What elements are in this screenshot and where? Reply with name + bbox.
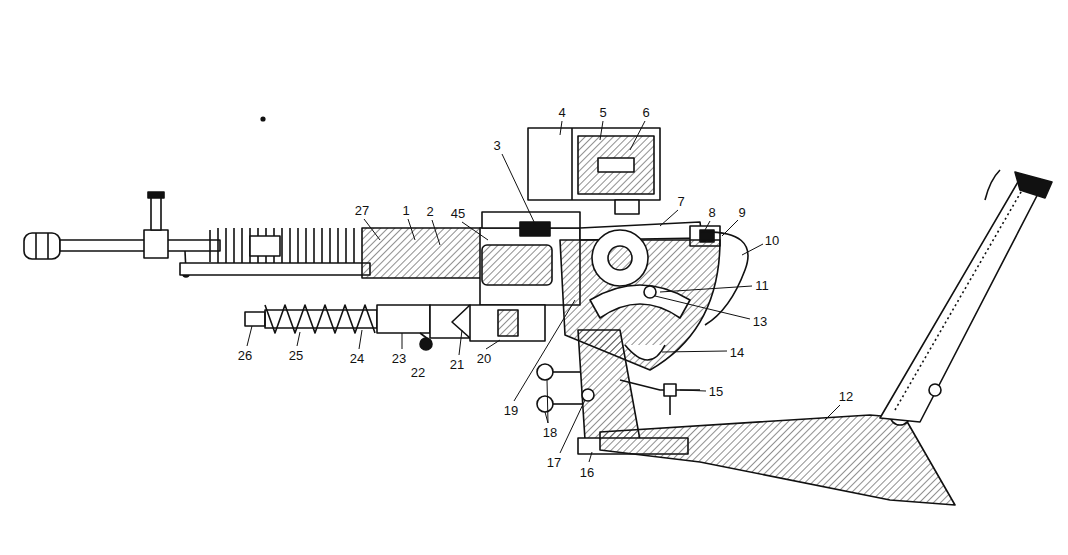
callout-number: 21 — [449, 357, 465, 372]
callout-number: 14 — [729, 345, 745, 360]
callout-number: 22 — [410, 365, 426, 380]
callout-number: 12 — [838, 389, 854, 404]
callout-number: 4 — [557, 105, 566, 120]
callout-number: 23 — [391, 351, 407, 366]
callout-number: 24 — [349, 351, 365, 366]
callout-number: 13 — [752, 314, 768, 329]
callout-number: 18 — [542, 425, 558, 440]
callout-number: 15 — [708, 384, 724, 399]
callout-number: 9 — [737, 205, 746, 220]
callout-number: 6 — [641, 105, 650, 120]
callout-number: 1 — [401, 203, 410, 218]
callout-number: 10 — [764, 233, 780, 248]
callout-number: 11 — [754, 278, 770, 293]
callout-number: 25 — [288, 348, 304, 363]
leader-lines — [247, 121, 840, 462]
callout-number: 19 — [503, 403, 519, 418]
callout-number: 2 — [425, 204, 434, 219]
callout-number: 7 — [676, 194, 685, 209]
callout-number: 26 — [237, 348, 253, 363]
callout-number: 8 — [707, 205, 716, 220]
callout-number: 16 — [579, 465, 595, 480]
callout-number: 27 — [354, 203, 370, 218]
callout-number: 20 — [476, 351, 492, 366]
callout-number: 17 — [546, 455, 562, 470]
callout-number: 5 — [598, 105, 607, 120]
callout-number: 3 — [492, 138, 501, 153]
callout-number: 45 — [450, 206, 466, 221]
